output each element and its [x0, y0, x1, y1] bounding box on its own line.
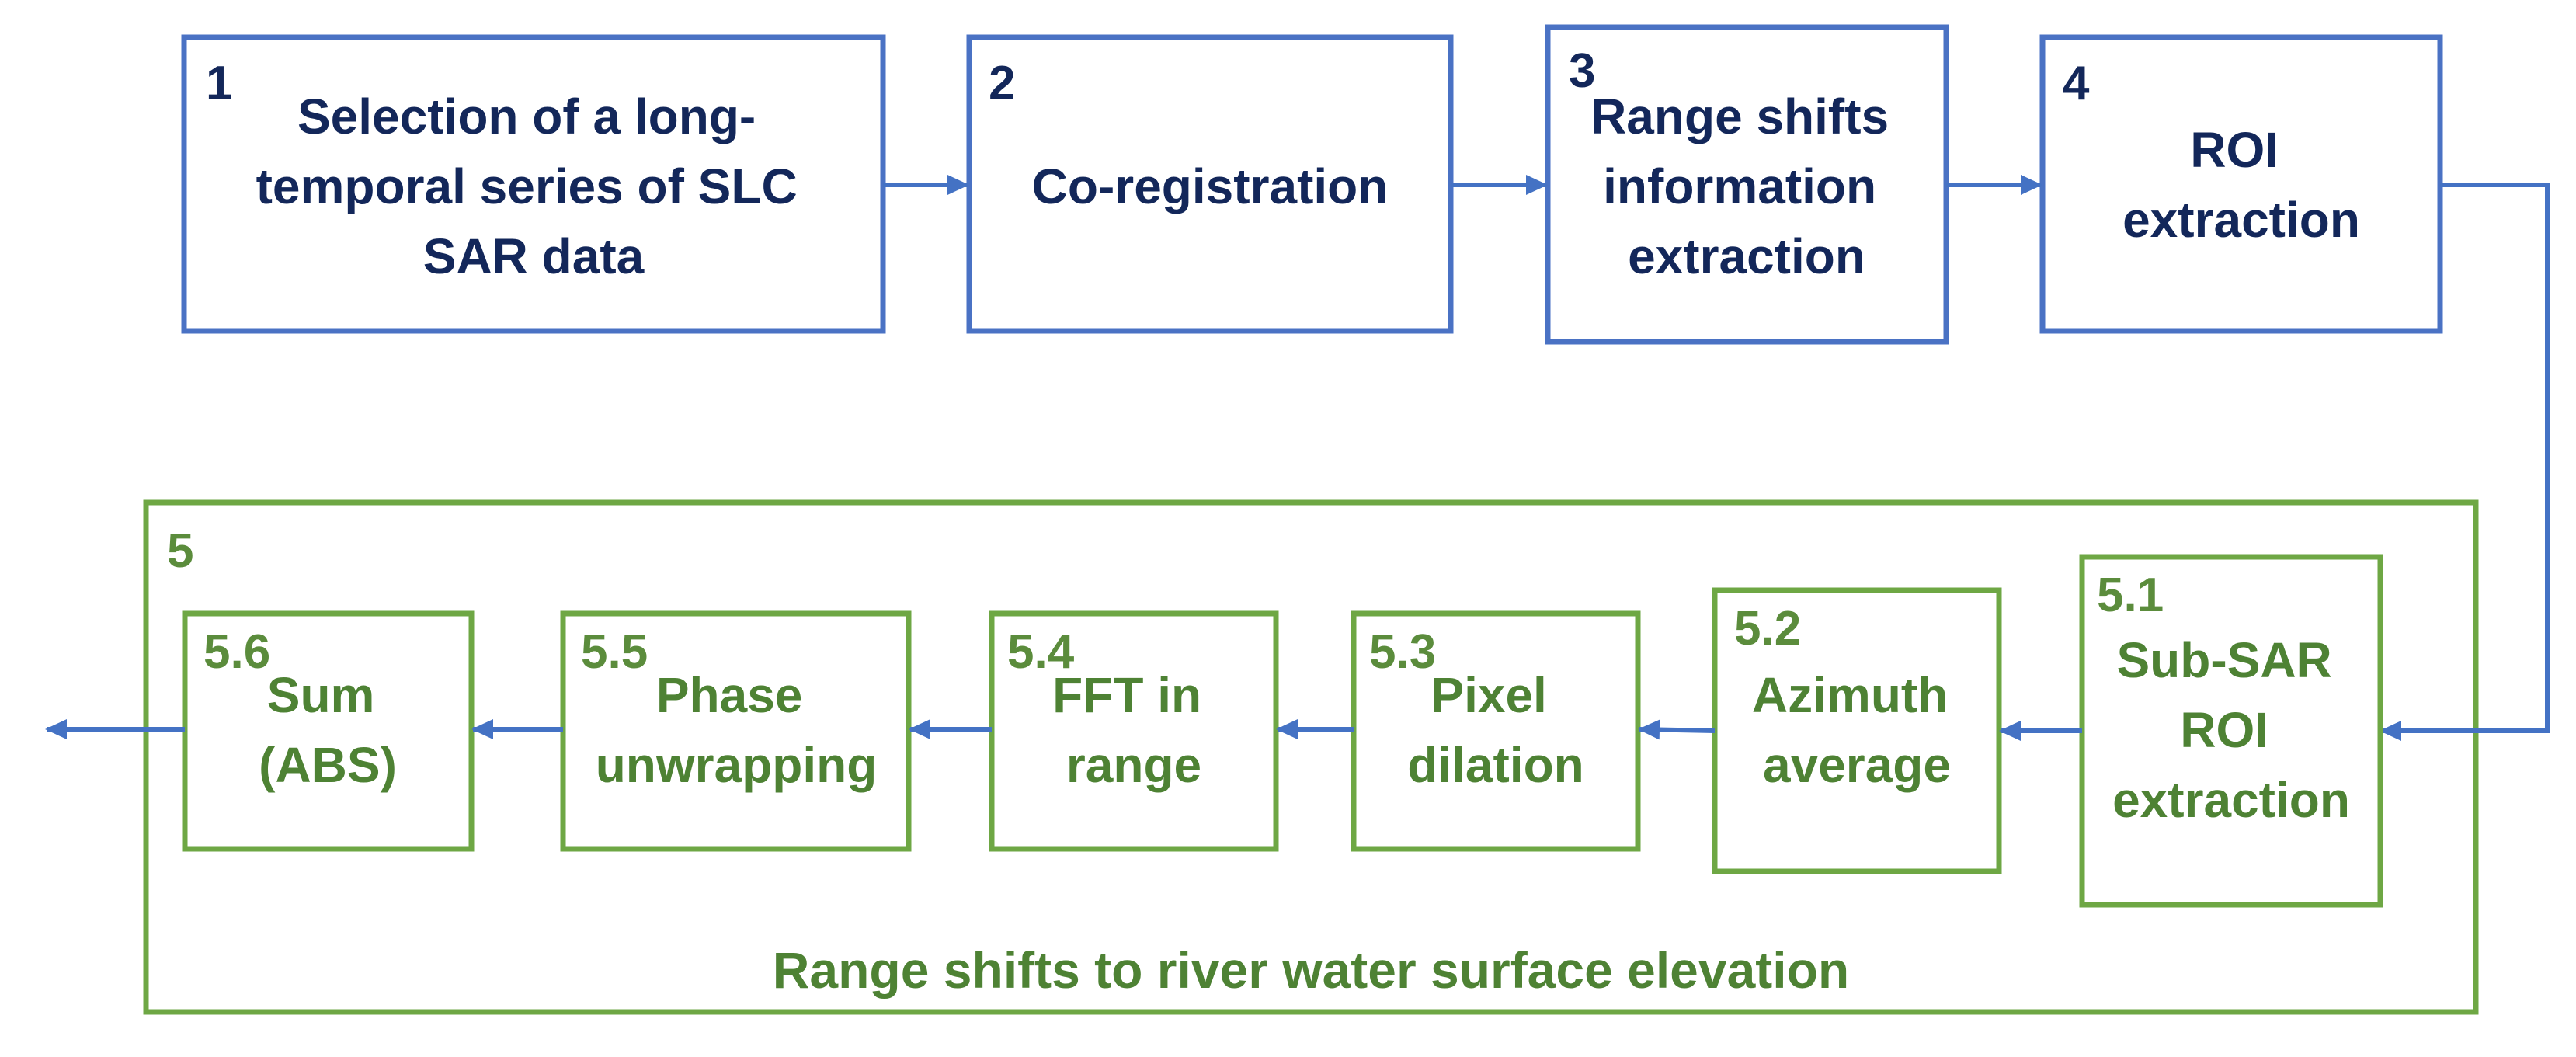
- step-5-6-label: Sum (ABS): [259, 667, 397, 793]
- step-5-4-label: FFT in range: [1052, 667, 1215, 793]
- step-5-2-label-line-1: Azimuth: [1752, 667, 1948, 723]
- step-4-number: 4: [2063, 57, 2090, 110]
- step-5-3-number: 5.3: [1369, 625, 1436, 679]
- group-5-caption: Range shifts to river water surface elev…: [773, 941, 1849, 999]
- step-1-label-line-3: SAR data: [423, 228, 645, 284]
- step-4-label-line-2: extraction: [2122, 192, 2360, 248]
- step-1-box: 1 Selection of a long- temporal series o…: [181, 34, 886, 334]
- step-5-5-label-line-2: unwrapping: [596, 737, 878, 793]
- step-1-label: Selection of a long- temporal series of …: [256, 89, 812, 284]
- step-5-6-label-line-2: (ABS): [259, 737, 397, 793]
- step-3-label-line-1: Range shifts: [1590, 89, 1889, 144]
- step-5-1-label-line-2: ROI: [2180, 702, 2268, 758]
- step-5-4-number: 5.4: [1007, 625, 1075, 679]
- group-5-number: 5: [167, 524, 193, 578]
- step-5-6-number: 5.6: [203, 625, 270, 679]
- step-3-label-line-3: extraction: [1628, 228, 1865, 284]
- step-5-4-box: 5.4 FFT in range: [989, 610, 1279, 852]
- step-5-1-label: Sub-SAR ROI extraction: [2112, 632, 2350, 828]
- step-5-6-box: 5.6 Sum (ABS): [182, 610, 475, 852]
- step-5-5-number: 5.5: [581, 625, 648, 679]
- step-1-label-line-1: Selection of a long-: [297, 89, 756, 144]
- step-5-1-box: 5.1 Sub-SAR ROI extraction: [2079, 554, 2383, 908]
- step-5-1-number: 5.1: [2097, 568, 2164, 622]
- step-4-box: 4 ROI extraction: [2039, 34, 2443, 334]
- step-2-number: 2: [989, 57, 1015, 110]
- step-5-6-label-line-1: Sum: [267, 667, 375, 723]
- step-5-2-number: 5.2: [1734, 602, 1801, 655]
- step-5-2-box: 5.2 Azimuth average: [1712, 587, 2002, 874]
- arrow-4-to-5-1: [2380, 183, 2550, 741]
- step-4-label: ROI extraction: [2122, 122, 2360, 248]
- step-5-5-box: 5.5 Phase unwrapping: [560, 610, 912, 852]
- step-5-4-label-line-2: range: [1066, 737, 1201, 793]
- step-3-label-line-2: information: [1603, 158, 1876, 214]
- step-2-label: Co-registration: [1032, 158, 1389, 214]
- step-1-number: 1: [206, 57, 232, 110]
- step-3-box: 3 Range shifts information extraction: [1545, 24, 1949, 345]
- group-5-container: [143, 499, 2479, 1015]
- arrow-5-2-to-5-3: [1638, 719, 1716, 740]
- step-1-label-line-2: temporal series of SLC: [256, 158, 798, 214]
- step-5-2-label-line-2: average: [1763, 737, 1951, 793]
- step-5-1-label-line-3: extraction: [2112, 772, 2350, 828]
- step-3-label: Range shifts information extraction: [1590, 89, 1903, 284]
- step-5-3-label-line-2: dilation: [1407, 737, 1584, 793]
- step-5-1-label-line-1: Sub-SAR: [2116, 632, 2331, 688]
- step-5-3-label-line-1: Pixel: [1431, 667, 1546, 723]
- step-5-2-label: Azimuth average: [1752, 667, 1962, 793]
- step-4-label-line-1: ROI: [2190, 122, 2279, 178]
- step-2-box: 2 Co-registration: [966, 34, 1454, 334]
- step-3-number: 3: [1569, 44, 1595, 98]
- step-5-4-label-line-1: FFT in: [1052, 667, 1201, 723]
- step-2-label-line-1: Co-registration: [1032, 158, 1389, 214]
- step-5-3-box: 5.3 Pixel dilation: [1351, 610, 1641, 852]
- step-5-5-label: Phase unwrapping: [596, 667, 878, 793]
- step-5-5-label-line-1: Phase: [656, 667, 803, 723]
- step-5-3-label: Pixel dilation: [1407, 667, 1584, 793]
